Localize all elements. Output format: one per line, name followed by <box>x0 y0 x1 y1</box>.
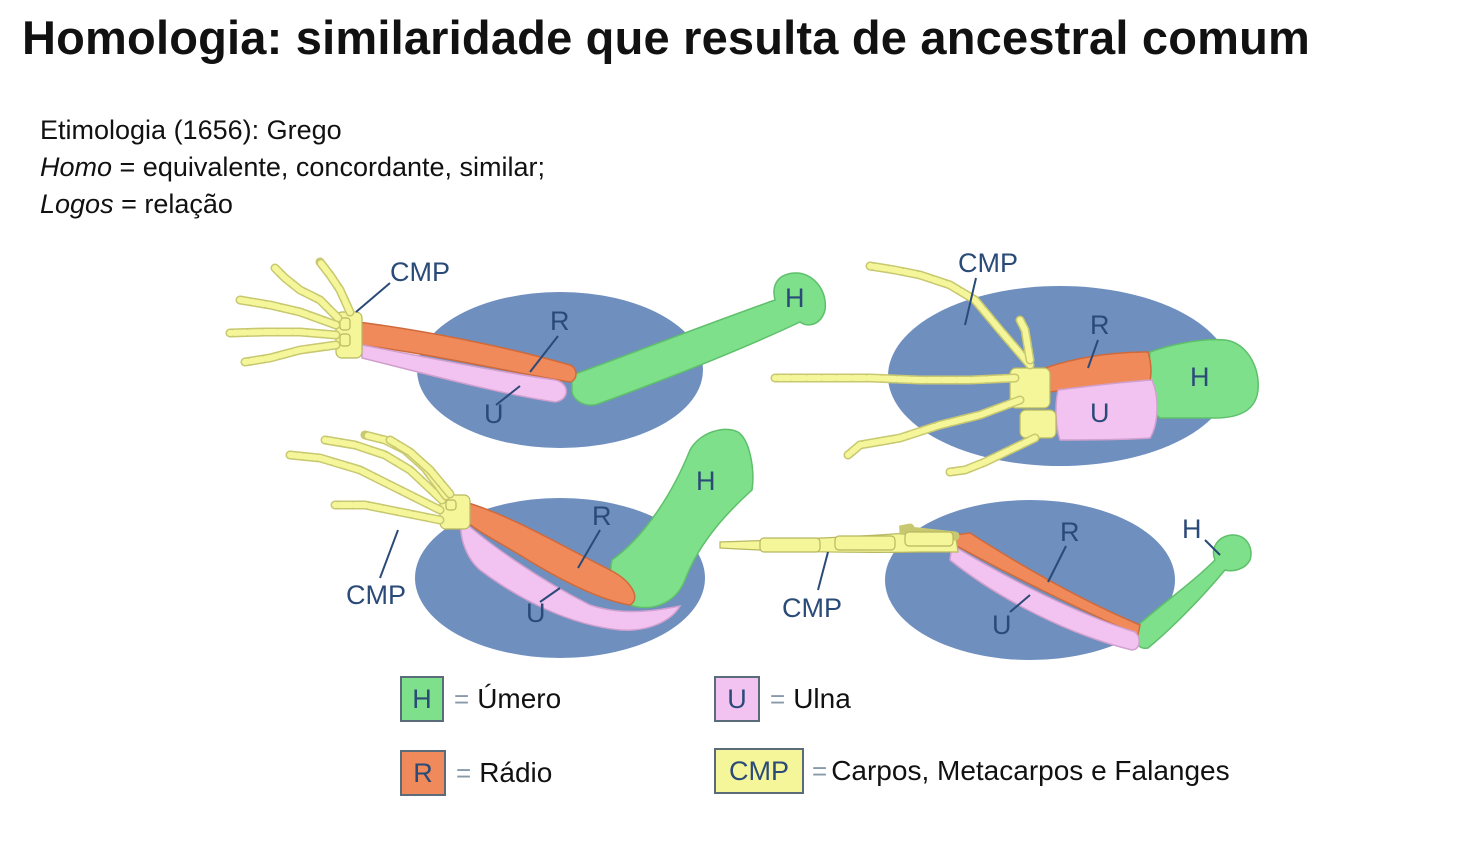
cat-ulna-label: U <box>526 598 546 628</box>
whale-ulna <box>1055 379 1158 441</box>
legend-ulna-text: Ulna <box>793 683 851 714</box>
whale-humerus-label: H <box>1190 362 1210 392</box>
cat-forelimb: CMP R U H <box>285 428 754 658</box>
human-humerus-label: H <box>785 283 805 313</box>
legend-radius-box: R <box>400 750 446 796</box>
legend-cmp: CMP = Carpos, Metacarpos e Falanges <box>714 748 1230 794</box>
human-ulna-label: U <box>484 399 504 429</box>
logos-definition: = relação <box>113 189 233 219</box>
legend-cmp-equals: = <box>812 755 828 786</box>
legend-radius-text: Rádio <box>479 757 553 788</box>
legend-radius: R = Rádio <box>400 750 552 796</box>
legend-cmp-box: CMP <box>714 748 804 794</box>
legend-radius-equals: = <box>456 757 472 788</box>
whale-ulna-label: U <box>1090 398 1110 428</box>
bat-humerus <box>1133 534 1252 649</box>
legend-humerus-equals: = <box>454 683 470 714</box>
etymology-block: Etimologia (1656): Grego Homo = equivale… <box>40 112 545 223</box>
legend-ulna: U = Ulna <box>714 676 851 722</box>
bat-humerus-label: H <box>1182 514 1202 544</box>
human-cmp-label: CMP <box>390 257 450 287</box>
legend-cmp-text: Carpos, Metacarpos e Falanges <box>831 755 1230 786</box>
bat-ulna-label: U <box>992 610 1012 640</box>
slide-title: Homologia: similaridade que resulta de a… <box>22 11 1310 64</box>
cat-cmp-label: CMP <box>346 580 406 610</box>
human-ulna <box>361 344 567 403</box>
bat-radius-label: R <box>1060 517 1080 547</box>
cat-carpals <box>439 494 471 530</box>
legend-ulna-box: U <box>714 676 760 722</box>
legend-humerus: H = Úmero <box>400 676 561 722</box>
logos-line: Logos = relação <box>40 186 545 223</box>
whale-digits <box>770 261 1057 477</box>
human-humerus <box>571 272 827 406</box>
homo-definition: = equivalente, concordante, similar; <box>112 152 546 182</box>
legend-humerus-box: H <box>400 676 444 722</box>
bat-cmp-label: CMP <box>782 593 842 623</box>
legend-ulna-equals: = <box>770 683 786 714</box>
bat-wing: CMP R U H <box>719 500 1252 660</box>
legend-humerus-text: Úmero <box>477 683 562 714</box>
whale-radius-label: R <box>1090 310 1110 340</box>
etymology-line: Etimologia (1656): Grego <box>40 115 342 145</box>
whale-cmp-label: CMP <box>958 248 1018 278</box>
human-radius <box>357 321 577 383</box>
human-arm: CMP R U H <box>225 257 827 448</box>
cat-radius-label: R <box>592 501 612 531</box>
homo-line: Homo = equivalente, concordante, similar… <box>40 149 545 186</box>
whale-flipper: CMP R U H <box>770 248 1259 477</box>
human-radius-label: R <box>550 306 570 336</box>
cat-humerus <box>610 428 754 609</box>
cat-radius <box>461 501 636 606</box>
bat-ulna <box>949 543 1140 651</box>
homo-term: Homo <box>40 152 113 182</box>
cat-humerus-label: H <box>696 466 716 496</box>
logos-term: Logos <box>40 189 114 219</box>
cat-ulna <box>460 518 682 631</box>
bat-digits <box>719 523 960 553</box>
